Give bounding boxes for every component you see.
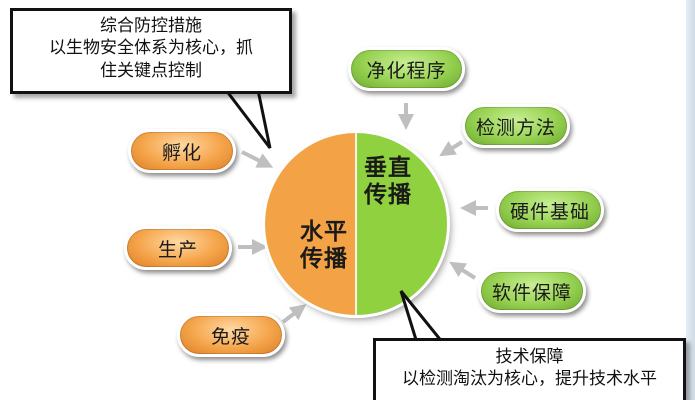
callout-top-tail xyxy=(222,88,272,149)
vertical-label: 垂直 传播 xyxy=(364,155,412,209)
arrow-jiance xyxy=(439,140,464,157)
pill-fuhua: 孵化 xyxy=(128,129,236,173)
pill-jinghua: 净化程序 xyxy=(348,47,465,91)
callout-top-line-1: 综合防控措施 xyxy=(100,16,202,36)
callout-top: 综合防控措施 以生物安全体系为核心，抓 住关键点控制 xyxy=(10,8,292,94)
callout-bottom-line-2: 以检测淘汰为核心，提升技术水平 xyxy=(402,369,657,390)
arrow-ruanjian xyxy=(449,261,477,280)
pill-yingjian: 硬件基础 xyxy=(496,188,604,232)
arrow-fuhua xyxy=(241,150,274,168)
center-circle xyxy=(265,133,447,315)
right-edge-strip xyxy=(686,0,695,400)
circle-divider xyxy=(355,133,357,315)
callout-top-line-2: 以生物安全体系为核心，抓 xyxy=(49,38,253,59)
pill-ruanjian: 软件保障 xyxy=(478,269,586,313)
pill-shengchan: 生产 xyxy=(124,226,232,270)
callout-top-line-3: 住关键点控制 xyxy=(100,60,202,81)
pill-mianyi: 免疫 xyxy=(177,313,285,357)
pill-jiance: 检测方法 xyxy=(462,104,570,148)
callout-bottom: 技术保障 以检测淘汰为核心，提升技术水平 xyxy=(373,338,686,400)
arrow-mianyi xyxy=(281,304,307,324)
callout-bottom-line-1: 技术保障 xyxy=(495,347,564,367)
horizontal-label: 水平 传播 xyxy=(300,219,348,273)
